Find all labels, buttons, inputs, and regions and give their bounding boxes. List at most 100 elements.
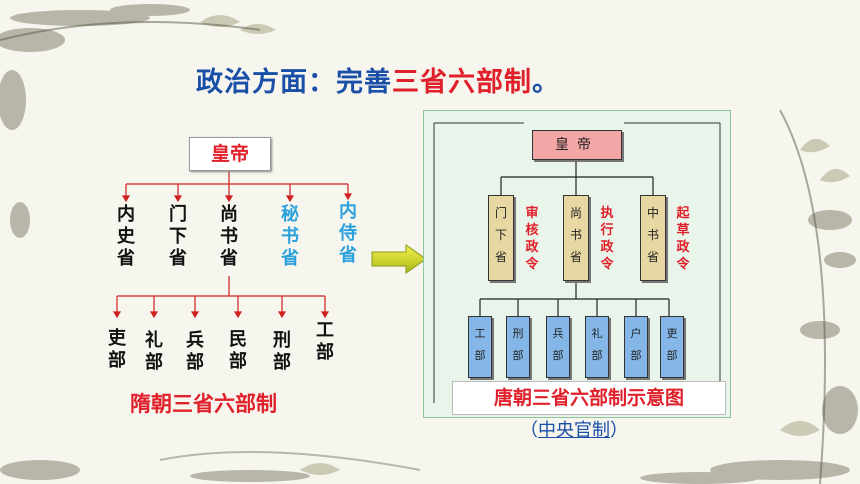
func-char: 令 (525, 257, 539, 272)
func-char: 政 (676, 240, 690, 255)
sui-bu-gong: 工部 (314, 320, 336, 364)
tang-connectors (433, 122, 721, 403)
sui-bu-rites: 礼部 (143, 330, 165, 374)
sui-bu-char: 部 (316, 342, 334, 363)
tang-sheng-char: 下 (494, 228, 507, 242)
tang-sheng-char: 省 (646, 250, 659, 264)
sui-sheng-mishu: 秘 书 省 (279, 204, 301, 270)
func-char: 令 (676, 257, 690, 272)
tang-caption: 唐朝三省六部制示意图 (452, 381, 726, 415)
func-char: 审 (525, 206, 539, 221)
tang-sheng-zhongshu: 中 书 省 (640, 195, 666, 281)
sui-bu-li: 吏部 (106, 328, 128, 372)
sui-sheng-char: 秘 (281, 204, 299, 225)
sui-caption: 隋朝三省六部制 (130, 392, 277, 416)
sui-bu-char: 民 (229, 329, 247, 350)
tang-sheng-char: 书 (569, 228, 582, 242)
tang-func-shangshu: 执行政令 (599, 205, 615, 273)
func-char: 起 (676, 206, 690, 221)
tang-sheng-char: 省 (494, 250, 507, 264)
tang-sheng-menxia: 门 下 省 (488, 195, 514, 281)
subcaption-close: ） (610, 420, 628, 441)
func-char: 行 (600, 223, 614, 238)
tang-func-menxia: 审核政令 (524, 205, 540, 273)
subcaption-open: （ (520, 420, 538, 441)
sui-bu-char: 部 (273, 352, 291, 373)
tang-bu-char: 礼 (591, 327, 603, 340)
page-title: 政治方面：完善三省六部制。 (196, 60, 560, 99)
tang-sheng-char: 尚 (569, 206, 582, 220)
tang-bu-gong: 工部 (468, 316, 492, 378)
sui-sheng-menxia: 门 下 省 (167, 204, 189, 270)
sui-bu-bing: 兵部 (184, 330, 206, 374)
tang-bu-char: 部 (591, 349, 603, 362)
sui-bu-char: 吏 (108, 328, 126, 349)
sui-sheng-char: 门 (169, 204, 187, 225)
func-char: 执 (600, 206, 614, 221)
tang-bu-char: 部 (512, 349, 524, 362)
tang-bu-char: 兵 (552, 327, 564, 340)
sui-bu-xing: 刑部 (271, 330, 293, 374)
tang-bu-char: 工 (474, 327, 486, 340)
sui-bu-char: 部 (229, 351, 247, 372)
tang-emperor-box: 皇帝 (532, 130, 622, 160)
sui-bu-char: 部 (145, 352, 163, 373)
sui-bu-char: 工 (316, 320, 334, 341)
sui-sheng-char: 下 (169, 226, 187, 247)
title-prefix: 政治方面：完善 (196, 67, 392, 98)
sui-sheng-neishi-attendant: 内 侍 省 (337, 201, 359, 267)
sui-sheng-char: 省 (281, 248, 299, 269)
sui-bu-char: 部 (108, 350, 126, 371)
tang-sheng-char: 书 (646, 228, 659, 242)
tang-bu-char: 部 (666, 349, 678, 362)
sui-bu-char: 兵 (186, 330, 204, 351)
sui-bu-char: 刑 (273, 330, 291, 351)
tang-bu-li-officials: 吏部 (660, 316, 684, 378)
tang-bu-char: 吏 (666, 327, 678, 340)
sui-sheng-char: 书 (281, 226, 299, 247)
tang-bu-xing: 刑部 (506, 316, 530, 378)
sui-sheng-char: 省 (169, 248, 187, 269)
tang-func-zhongshu: 起草政令 (675, 205, 691, 273)
func-char: 政 (600, 240, 614, 255)
sui-sheng-char: 内 (117, 204, 135, 225)
sui-sheng-char: 书 (220, 226, 238, 247)
tang-bu-hu: 户部 (624, 316, 648, 378)
subcaption-link[interactable]: 中央官制 (538, 420, 610, 441)
tang-bu-char: 户 (630, 327, 642, 340)
tang-sheng-char: 门 (494, 206, 507, 220)
tang-bu-char: 刑 (512, 327, 524, 340)
tang-bu-bing: 兵部 (546, 316, 570, 378)
sui-sheng-char: 省 (220, 248, 238, 269)
right-arrow-icon (371, 244, 427, 274)
sui-sheng-char: 省 (117, 248, 135, 269)
title-suffix: 。 (532, 67, 560, 98)
sui-sheng-neishi: 内 史 省 (115, 204, 137, 270)
sui-sheng-shangshu: 尚 书 省 (218, 204, 240, 270)
tang-bu-char: 部 (630, 349, 642, 362)
title-highlight: 三省六部制 (392, 67, 532, 98)
sui-bu-char: 礼 (145, 330, 163, 351)
sui-bu-char: 部 (186, 352, 204, 373)
tang-sheng-shangshu: 尚 书 省 (563, 195, 589, 281)
sui-sheng-char: 内 (339, 201, 357, 222)
tang-sheng-char: 中 (646, 206, 659, 220)
sui-bu-min: 民部 (227, 329, 249, 373)
tang-bu-char: 部 (552, 349, 564, 362)
sui-emperor-box: 皇帝 (189, 137, 271, 171)
tang-diagram-panel: 皇帝 门 下 省 审核政令 尚 书 省 执行政令 中 书 省 起草政令 工部 刑… (423, 110, 731, 418)
sui-sheng-char: 省 (339, 245, 357, 266)
sui-sheng-char: 史 (117, 226, 135, 247)
tang-bu-li-rites: 礼部 (585, 316, 609, 378)
tang-bu-char: 部 (474, 349, 486, 362)
func-char: 政 (525, 240, 539, 255)
func-char: 令 (600, 257, 614, 272)
sui-sheng-char: 侍 (339, 223, 357, 244)
func-char: 核 (525, 223, 539, 238)
tang-subcaption: （中央官制） (520, 416, 628, 442)
sui-sheng-char: 尚 (220, 204, 238, 225)
tang-sheng-char: 省 (569, 250, 582, 264)
func-char: 草 (676, 223, 690, 238)
